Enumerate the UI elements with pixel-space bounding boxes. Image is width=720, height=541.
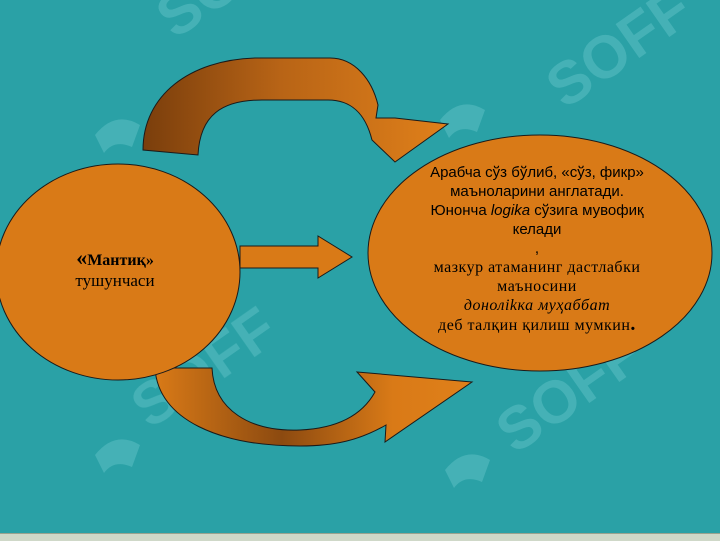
definition-line-9-end: . — [630, 313, 636, 335]
left-node-term: Мантиқ — [87, 252, 146, 269]
bottom-border-strip — [0, 533, 720, 541]
definition-line-3c: сўзига мувофиқ — [530, 202, 644, 219]
definition-line-7: маъносини — [497, 278, 577, 295]
left-quote-open: « — [76, 245, 88, 270]
definition-line-3: Юнонча logika сўзига мувофиқ — [408, 201, 666, 220]
left-node-text: «Мантиқ» тушунчаси — [20, 245, 210, 291]
left-node-subtitle: тушунчаси — [75, 271, 155, 290]
watermark-text: SOFF — [144, 0, 313, 51]
definition-line-5: , — [534, 240, 540, 257]
right-node-text: Арабча сўз бўлиб, «сўз, фикр» маъноларин… — [408, 163, 666, 335]
definition-line-3a: Юнонча — [430, 202, 491, 219]
right-definition-node — [367, 134, 713, 372]
left-node-title: «Мантиқ» — [20, 245, 210, 271]
definition-line-8: донолikка муҳаббат — [463, 297, 611, 314]
middle-arrow — [239, 235, 353, 279]
left-quote-close: » — [145, 252, 154, 269]
definition-line-9-text: деб талқин қилиш мумкин — [438, 317, 631, 334]
definition-line-4: келади — [512, 221, 562, 238]
watermark-text: SOFF — [534, 0, 703, 121]
definition-line-2: маъноларини англатади. — [450, 183, 624, 200]
definition-line-1: Арабча сўз бўлиб, «сўз, фикр» — [430, 164, 644, 181]
definition-term-logika: logika — [490, 202, 531, 219]
top-curved-arrow — [142, 57, 450, 163]
bottom-curved-arrow — [154, 367, 474, 447]
definition-line-6: мазкур атаманинг дастлабки — [433, 259, 641, 276]
definition-line-9: деб талқин қилиш мумкин. — [408, 313, 666, 335]
left-concept-node — [0, 163, 241, 381]
